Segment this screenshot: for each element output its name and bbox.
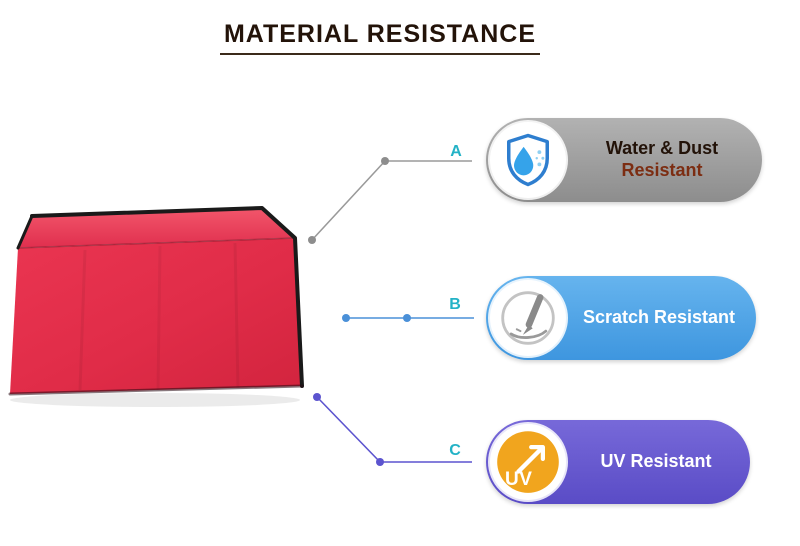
badge-label-group: Water & Dust Resistant xyxy=(572,138,762,181)
uv-icon-text: UV xyxy=(505,469,533,490)
badge-label-line2: Resistant xyxy=(621,160,703,180)
badge-label-line1: Scratch Resistant xyxy=(582,307,736,328)
badge-uv-resistant: UV UV Resistant xyxy=(486,420,750,504)
callout-letter-c: C xyxy=(449,442,461,459)
cover-top-face xyxy=(18,208,295,248)
page-title: MATERIAL RESISTANCE xyxy=(219,20,541,55)
badge-label-group: Scratch Resistant xyxy=(572,307,756,329)
cover-trim xyxy=(30,206,304,388)
red-cover-image xyxy=(8,206,304,407)
scratch-icon xyxy=(490,280,566,356)
cover-shadow xyxy=(10,393,300,407)
uv-icon: UV xyxy=(490,424,566,500)
badge-scratch-resistant: Scratch Resistant xyxy=(486,276,756,360)
title-wrap: MATERIAL RESISTANCE xyxy=(0,20,760,55)
badge-label-line1: Water & Dust xyxy=(605,138,719,159)
badge-label-group: UV Resistant xyxy=(572,451,750,473)
callout-letter-a: A xyxy=(450,143,462,160)
callout-letter-b: B xyxy=(449,296,461,313)
cover-front-face xyxy=(10,238,302,394)
callout-line-a xyxy=(311,160,472,241)
badge-label-line1: UV Resistant xyxy=(600,451,712,472)
badge-water-dust-resistant: Water & Dust Resistant xyxy=(486,118,762,202)
shield-water-icon xyxy=(490,122,566,198)
